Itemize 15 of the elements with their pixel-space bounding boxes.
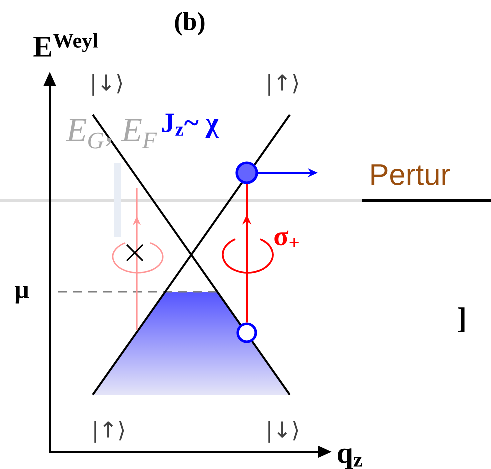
- cut-off-heading: Pertur: [372, 164, 450, 186]
- axis-label: E$^{Weyl}$: [34, 33, 98, 57]
- state-label: |↓⟩: [92, 74, 122, 96]
- polarization-label: σ$_{+}$: [274, 230, 299, 248]
- axis-label: μ: [15, 286, 30, 304]
- electron-circle: [236, 162, 258, 184]
- hole-circle: [236, 322, 258, 344]
- panel-label: (b): [175, 12, 205, 36]
- state-label: |↑⟩: [94, 421, 124, 443]
- faded-label: E$_{G}$, E$_{F}$: [66, 119, 158, 149]
- state-label: |↑⟩: [268, 74, 298, 96]
- cut-off-bracket: ]: [458, 308, 465, 332]
- state-label: |↓⟩: [268, 421, 298, 443]
- current-label: J$_{z}$~ χ: [162, 114, 219, 138]
- axis-label: q$_{z}$: [338, 448, 362, 469]
